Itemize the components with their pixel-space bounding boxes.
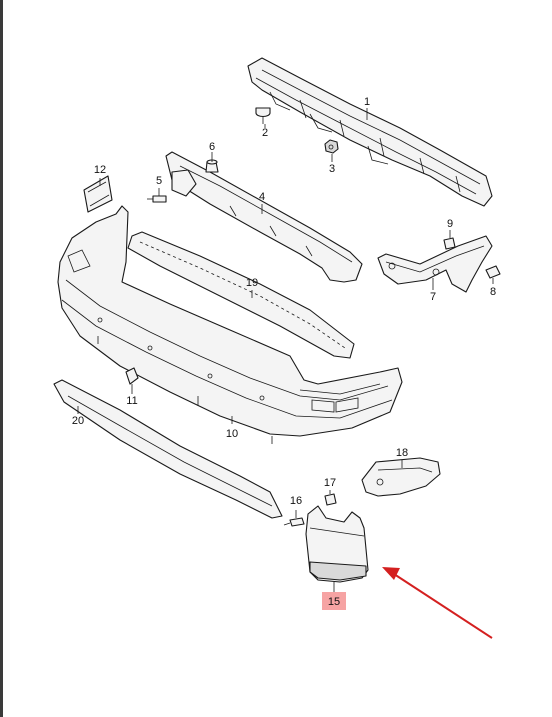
callout-7: 7	[430, 291, 436, 303]
window-edge	[0, 0, 3, 717]
callout-4: 4	[259, 191, 265, 203]
callout-labels: 1 2 3 4 5 6 7 8 9 10 11 12 15 16 17 18 1…	[72, 96, 496, 608]
part-5-screw	[147, 195, 167, 203]
part-3-nut	[324, 139, 339, 154]
callout-17: 17	[324, 477, 336, 489]
part-16-screw	[283, 517, 305, 527]
callout-12: 12	[94, 164, 106, 176]
callout-20: 20	[72, 415, 84, 427]
callout-6: 6	[209, 141, 215, 153]
part-9-clip	[443, 237, 456, 250]
leader-lines	[77, 108, 494, 592]
callout-5: 5	[156, 175, 162, 187]
part-19-trim-strip	[127, 231, 355, 359]
callout-2: 2	[262, 127, 268, 139]
part-4-guide-strip	[165, 151, 363, 283]
callout-3: 3	[329, 163, 335, 175]
label-15-highlight	[322, 592, 346, 610]
part-18-bracket	[361, 457, 441, 497]
part-1-reinforcement-bar	[247, 57, 493, 207]
callout-10: 10	[226, 428, 238, 440]
callout-11: 11	[126, 395, 137, 407]
part-8-clip	[485, 265, 501, 279]
part-20-lower-spoiler	[53, 379, 283, 519]
callout-8: 8	[490, 286, 496, 298]
callout-1: 1	[364, 96, 370, 108]
callout-15: 15	[328, 596, 340, 608]
part-15-mud-flap	[305, 505, 369, 583]
callout-18: 18	[396, 447, 408, 459]
part-7-bracket	[377, 235, 493, 293]
callout-9: 9	[447, 218, 453, 230]
part-12-cover-plate	[83, 175, 113, 213]
callout-16: 16	[290, 495, 302, 507]
callout-19: 19	[246, 277, 258, 289]
red-arrow-icon	[382, 567, 493, 639]
part-11-clip	[125, 367, 139, 390]
part-17-clip	[324, 493, 337, 506]
part-2-bolt	[255, 107, 271, 124]
